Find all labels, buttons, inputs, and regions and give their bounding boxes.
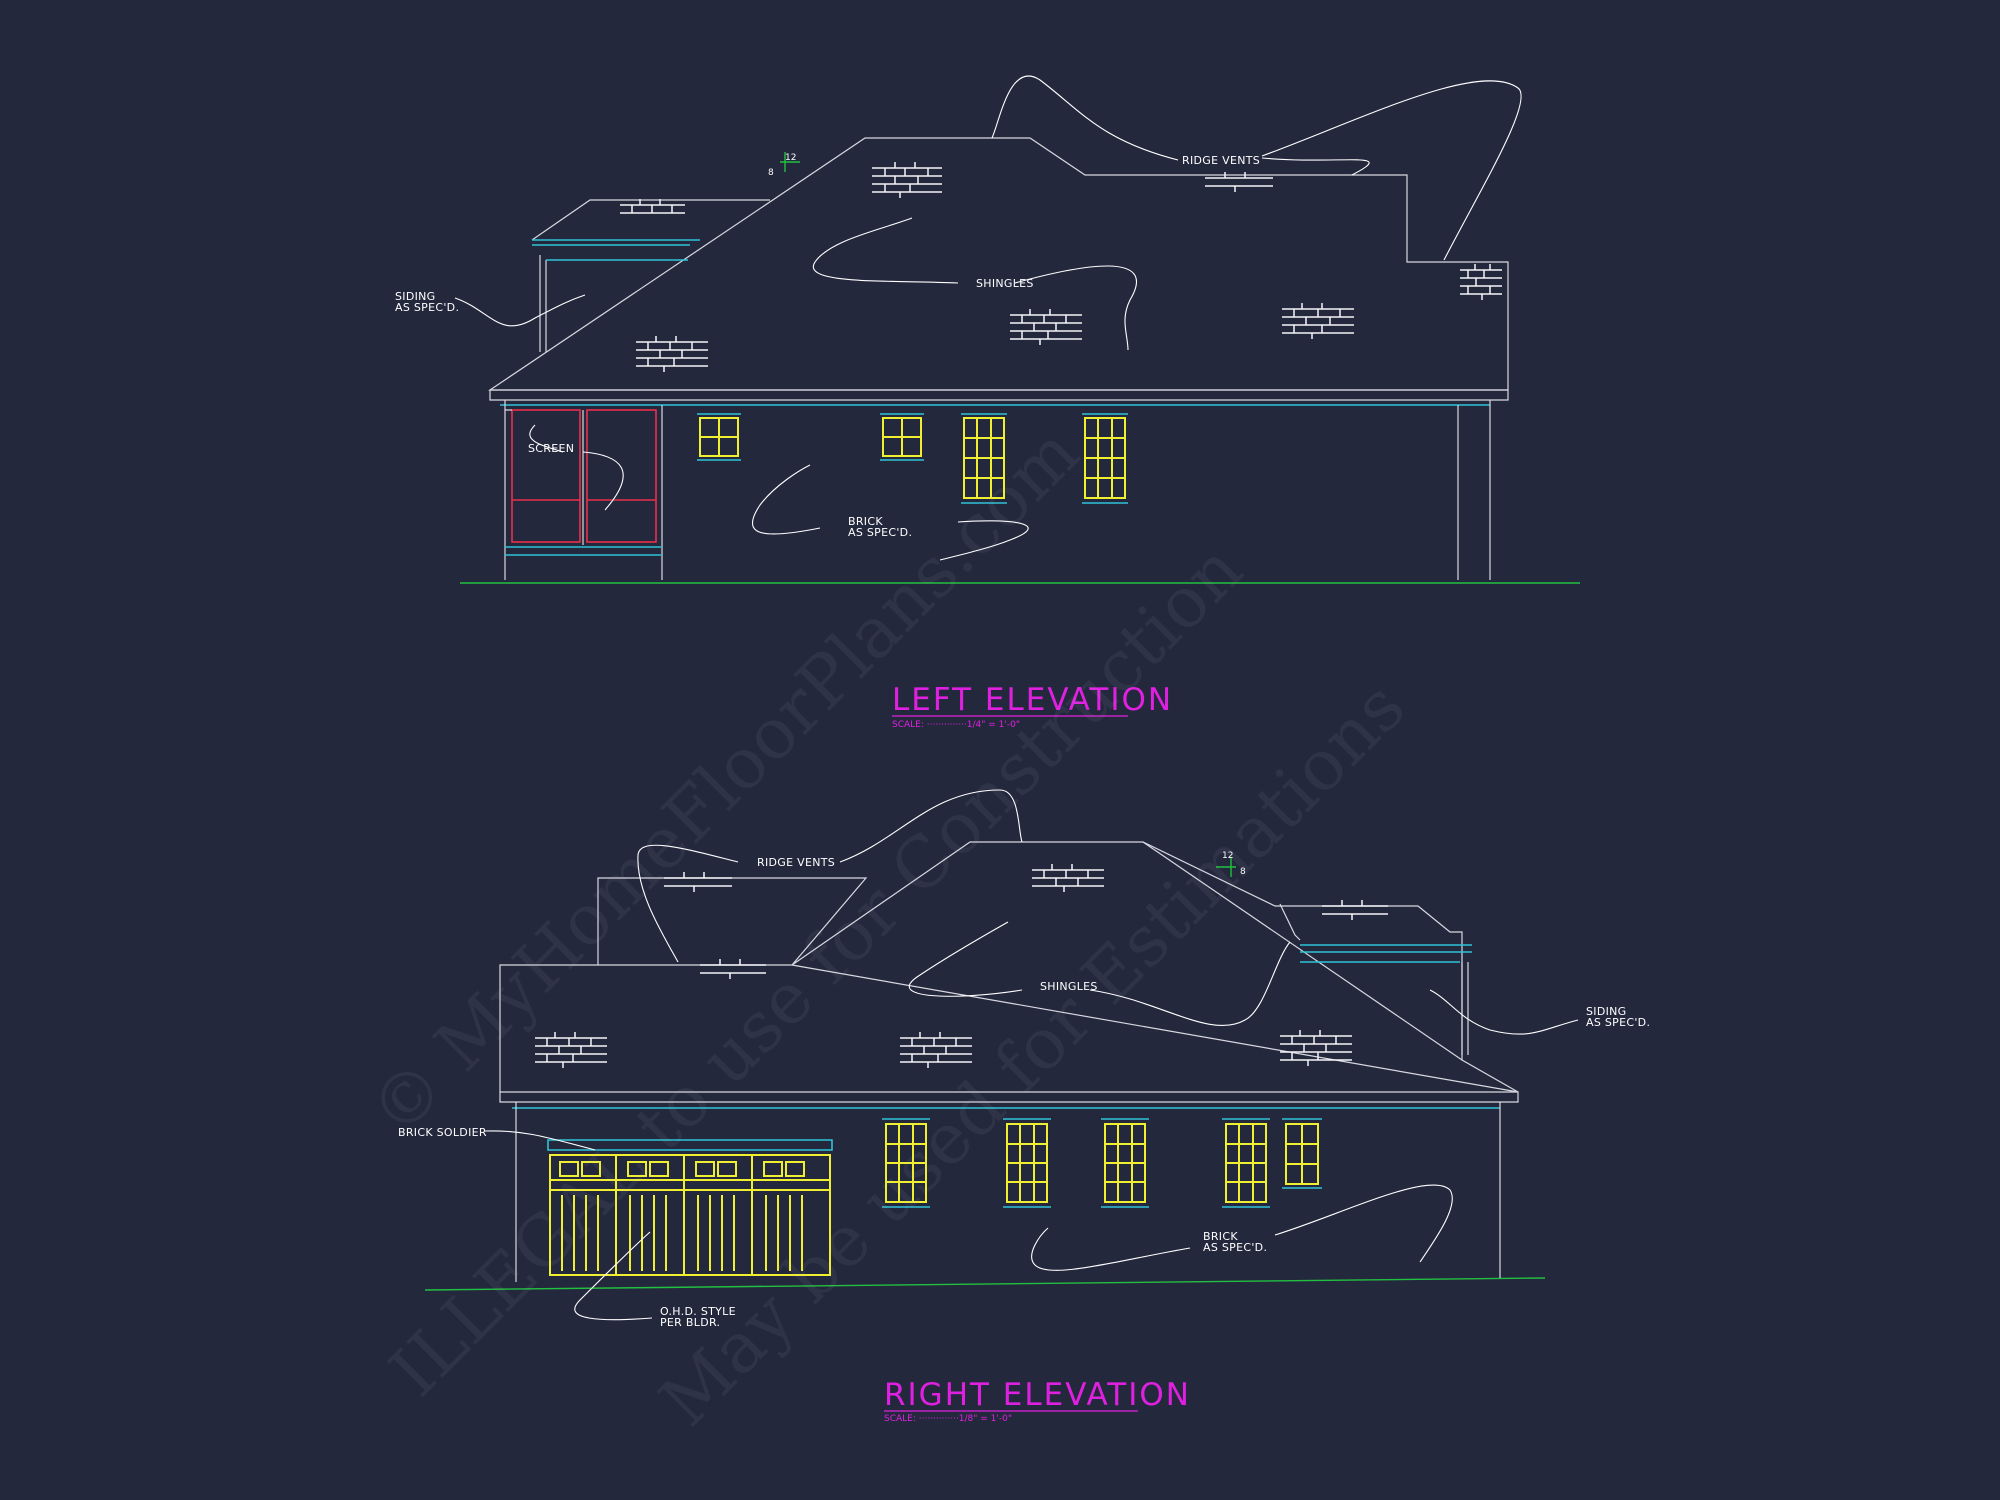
left-elevation-title: LEFT ELEVATION xyxy=(892,682,1173,718)
left-porch-fascia xyxy=(532,239,700,246)
right-hip-line xyxy=(1142,841,1463,1061)
left-screen-porch xyxy=(505,409,662,556)
right-window-5 xyxy=(1282,1118,1322,1189)
right-note-brick: BRICK AS SPEC'D. xyxy=(1203,1230,1267,1254)
right-leader-lines xyxy=(484,789,1579,1321)
right-window-4 xyxy=(1222,1118,1270,1208)
left-window-3 xyxy=(961,413,1007,504)
left-brick-hatch xyxy=(620,162,1502,372)
left-elevation-scale: SCALE: ··············1/4" = 1'-0" xyxy=(892,720,1020,730)
watermark: © MyHomeFloorPlans.com ILLEGAL to use fo… xyxy=(354,411,1421,1442)
right-elevation-scale: SCALE: ··············1/8" = 1'-0" xyxy=(884,1414,1012,1424)
right-pitch-rise: 8 xyxy=(1240,867,1246,877)
right-window-2 xyxy=(1003,1118,1051,1208)
left-window-2 xyxy=(880,413,924,461)
right-brick-hatch xyxy=(535,864,1388,1068)
left-note-brick: BRICK AS SPEC'D. xyxy=(848,515,912,539)
left-note-siding: SIDING AS SPEC'D. xyxy=(395,290,459,314)
left-note-shingles: SHINGLES xyxy=(976,277,1034,290)
right-note-siding: SIDING AS SPEC'D. xyxy=(1586,1005,1650,1029)
right-grade-line xyxy=(424,1277,1546,1291)
left-note-ridge-vents: RIDGE VENTS xyxy=(1182,154,1260,167)
left-porch-roof xyxy=(531,199,770,241)
right-note-ohd: O.H.D. STYLE PER BLDR. xyxy=(660,1305,740,1329)
right-pitch-symbol: 12 8 xyxy=(1216,851,1246,877)
left-pitch-rise: 8 xyxy=(768,168,774,178)
left-leader-lines xyxy=(454,75,1522,561)
right-main-roof xyxy=(499,841,1519,1093)
left-porch-post xyxy=(539,255,547,352)
left-pitch-symbol: 12 8 xyxy=(768,152,800,178)
right-eave xyxy=(499,1091,1519,1103)
right-note-ridge-vents: RIDGE VENTS xyxy=(757,856,835,869)
right-note-shingles: SHINGLES xyxy=(1040,980,1098,993)
left-window-4 xyxy=(1082,413,1128,504)
right-pitch-run: 12 xyxy=(1222,851,1233,861)
left-elevation: 12 8 SIDING AS SPEC'D. RIDGE VENTS SHING… xyxy=(395,75,1580,730)
right-porch-fascia xyxy=(1300,944,1472,953)
right-porch-post xyxy=(1461,962,1469,1055)
left-pitch-run: 12 xyxy=(785,153,796,163)
right-note-brick-soldier: BRICK SOLDIER xyxy=(398,1126,487,1139)
left-main-roof xyxy=(488,137,1509,391)
left-wall-lines xyxy=(504,400,1491,580)
left-window-1 xyxy=(697,413,741,461)
right-garage-door xyxy=(547,1139,833,1276)
right-low-roof-edge xyxy=(1279,903,1301,941)
right-window-1 xyxy=(882,1118,930,1208)
right-window-3 xyxy=(1101,1118,1149,1208)
left-eave xyxy=(489,389,1509,401)
right-elevation-title: RIGHT ELEVATION xyxy=(884,1377,1191,1413)
right-elevation: 12 8 RIDGE VENTS SHINGLES SIDING AS SPEC… xyxy=(398,789,1650,1424)
